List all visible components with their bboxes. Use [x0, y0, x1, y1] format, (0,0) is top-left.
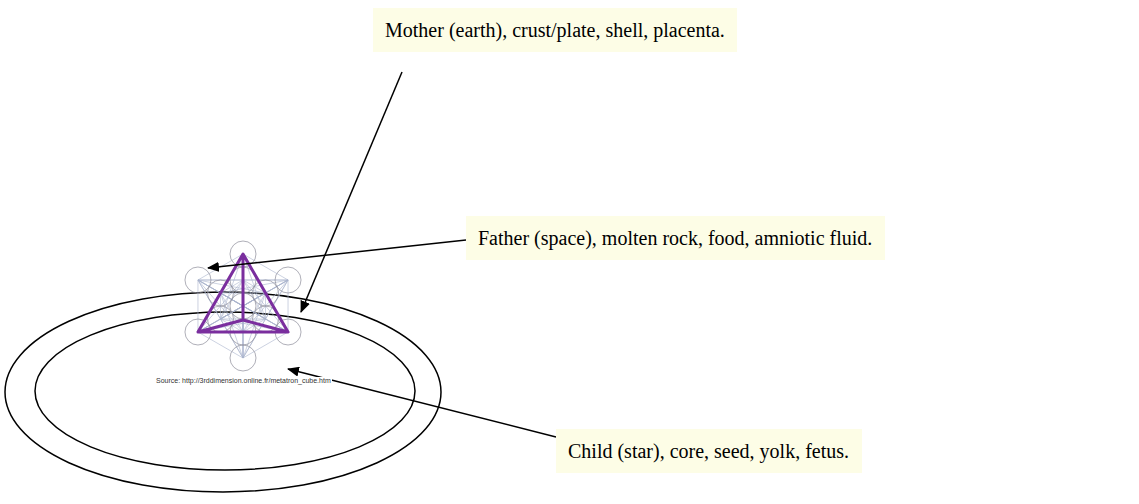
- callout-box: Child (star), core, seed, yolk, fetus.: [556, 429, 862, 473]
- cube-line: [197, 280, 198, 332]
- leader-arrow: [301, 72, 402, 312]
- callout-text: Mother (earth), crust/plate, shell, plac…: [385, 18, 725, 42]
- cube-line: [243, 332, 288, 358]
- cube-circle: [230, 345, 256, 371]
- cube-line: [243, 280, 288, 332]
- cube-line: [198, 280, 243, 332]
- cube-circle: [275, 267, 301, 293]
- cube-line: [288, 280, 289, 332]
- callout-box: Mother (earth), crust/plate, shell, plac…: [373, 8, 737, 52]
- inner-ellipse: [35, 312, 415, 470]
- source-note: Source: http://3rddimension.online.fr/me…: [155, 377, 332, 384]
- cube-line: [198, 332, 243, 358]
- tetrahedron: [198, 254, 288, 332]
- cube-line: [243, 280, 288, 332]
- cube-circle: [185, 267, 211, 293]
- cube-line: [198, 280, 243, 332]
- leader-arrow: [208, 240, 466, 268]
- callout-text: Father (space), molten rock, food, amnio…: [478, 226, 873, 250]
- callout-text: Child (star), core, seed, yolk, fetus.: [568, 439, 850, 463]
- callout-box: Father (space), molten rock, food, amnio…: [466, 216, 885, 260]
